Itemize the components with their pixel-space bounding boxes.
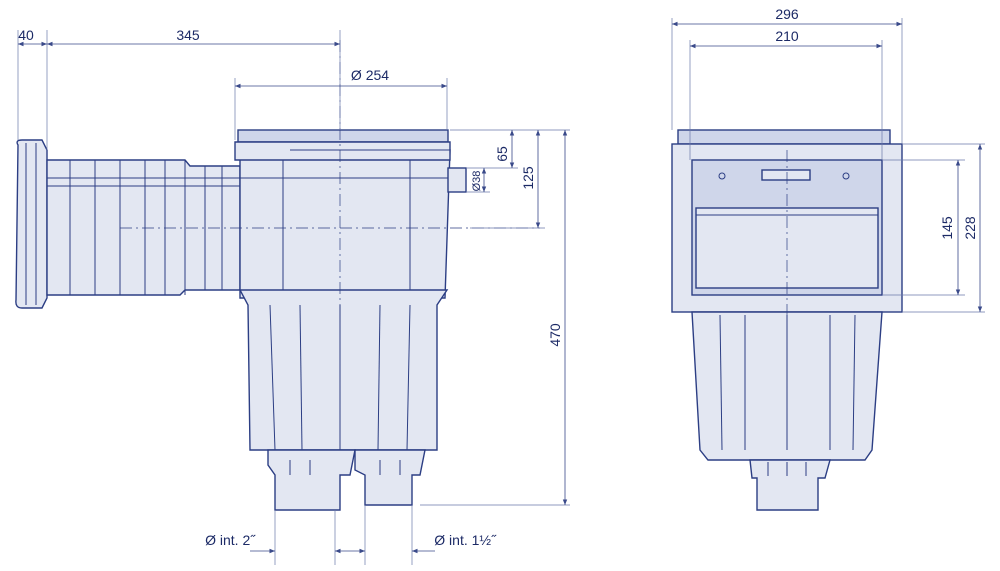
dim-frame-height-label: 228: [962, 216, 978, 240]
throat-tube: [46, 159, 241, 296]
flange-plate: [15, 139, 48, 309]
dim-outlet-left-label: Ø int. 2˝: [205, 532, 256, 548]
dim-port-label: Ø38: [471, 171, 483, 192]
skimmer-lid: [237, 129, 449, 143]
dim-top-125-label: 125: [520, 166, 536, 190]
front-outlet: [749, 459, 831, 511]
side-port: [447, 167, 467, 193]
basket-housing: [238, 289, 449, 451]
dim-outer-width-label: 296: [775, 6, 799, 22]
throat-ribs: [47, 160, 240, 295]
front-view: 296 210 145 228: [671, 6, 985, 511]
dim-lid-dia-label: Ø 254: [351, 67, 389, 83]
front-lid: [677, 129, 891, 145]
dim-flange-label: 40: [18, 27, 34, 43]
outlet-left: [267, 449, 356, 511]
dim-mouth-height-label: 145: [939, 216, 955, 240]
dim-top-65-label: 65: [494, 146, 510, 162]
dim-length-label: 345: [176, 27, 200, 43]
dim-outlet-right-label: Ø int. 1½˝: [434, 532, 497, 548]
dim-height-label: 470: [547, 323, 563, 347]
side-view: 40 345 Ø 254 65 Ø38 125 470 Ø int. 2˝ Ø …: [15, 27, 570, 565]
skimmer-body: [239, 149, 451, 299]
dim-inner-width-label: 210: [775, 28, 799, 44]
outlet-right: [354, 449, 426, 506]
